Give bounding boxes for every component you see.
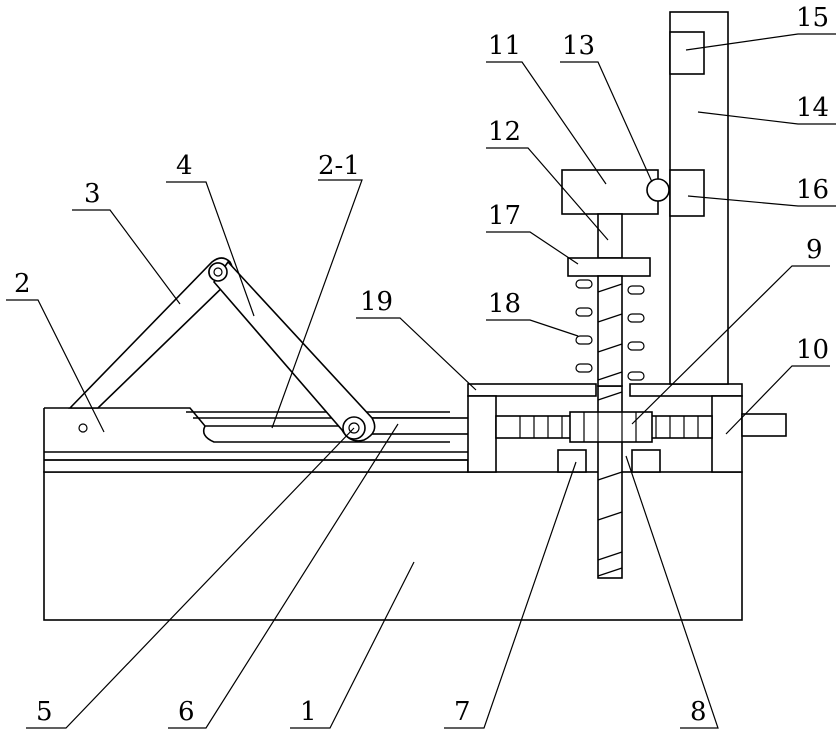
upper-block-11 bbox=[562, 170, 658, 214]
label-9: 9 bbox=[806, 235, 823, 265]
label-19: 19 bbox=[360, 287, 393, 317]
label-13: 13 bbox=[562, 31, 595, 61]
vertical-rod-12 bbox=[598, 214, 622, 258]
label-3: 3 bbox=[84, 179, 101, 209]
label-6: 6 bbox=[178, 697, 195, 727]
label-16: 16 bbox=[796, 175, 829, 205]
label-4: 4 bbox=[176, 151, 193, 181]
label-14: 14 bbox=[796, 93, 829, 123]
label-11: 11 bbox=[488, 31, 521, 61]
worm-screw-9 bbox=[496, 412, 712, 442]
label-18: 18 bbox=[488, 289, 521, 319]
spring-18 bbox=[576, 276, 644, 386]
label-7: 7 bbox=[454, 697, 471, 727]
plate-17 bbox=[568, 258, 650, 276]
label-8: 8 bbox=[690, 697, 707, 727]
support-block-10 bbox=[712, 396, 786, 472]
label-15: 15 bbox=[796, 3, 829, 33]
base-body bbox=[44, 472, 742, 620]
label-1: 1 bbox=[300, 697, 317, 727]
sensor-15 bbox=[670, 32, 704, 74]
label-12: 12 bbox=[488, 117, 521, 147]
label-2: 2 bbox=[14, 269, 31, 299]
label-5: 5 bbox=[36, 697, 53, 727]
linkage-arm-3 bbox=[70, 258, 233, 408]
label-2-1: 2-1 bbox=[318, 151, 360, 181]
roller-13 bbox=[647, 179, 669, 201]
slide-rod bbox=[362, 418, 470, 434]
label-17: 17 bbox=[488, 201, 521, 231]
sensor-16 bbox=[670, 170, 704, 216]
label-10: 10 bbox=[796, 335, 829, 365]
linkage-arm-4 bbox=[209, 262, 375, 441]
